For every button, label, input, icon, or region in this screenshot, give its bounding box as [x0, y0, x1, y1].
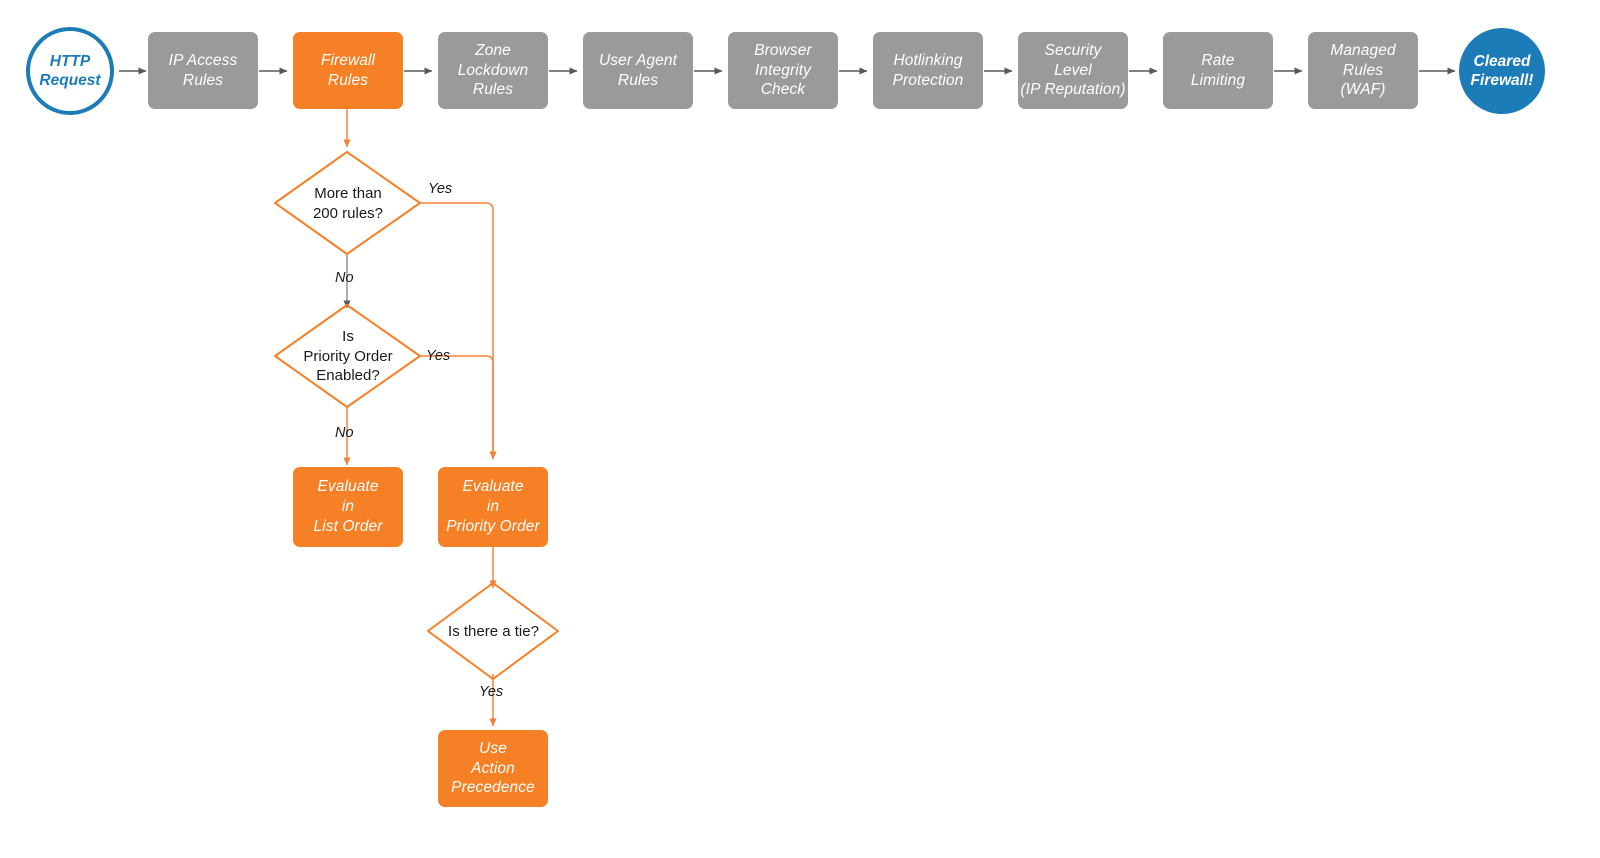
node-user-agent-rules-line-2: Rules [617, 71, 659, 89]
node-rate-limiting-line-2: Limiting [1190, 71, 1246, 89]
node-ip-access-rules-line-1: IP Access [168, 51, 238, 69]
node-zone-lockdown-rules[interactable]: Zone Lockdown Rules [438, 32, 548, 109]
node-user-agent-rules-label: User Agent Rules [599, 51, 677, 91]
node-ip-access-rules-line-2: Rules [182, 71, 224, 89]
node-firewall-rules-line-2: Rules [327, 71, 369, 89]
edge-label-yes-is-there-a-tie: Yes [479, 684, 504, 700]
node-zone-lockdown-rules-line-1: Zone [475, 41, 511, 59]
node-zone-lockdown-rules-line-3: Rules [472, 81, 514, 99]
node-hotlinking-protection-line-1: Hotlinking [893, 51, 963, 69]
node-use-action-precedence-line-1: Use [479, 739, 507, 757]
node-cleared-firewall-line-2: Firewall! [1470, 72, 1534, 89]
node-firewall-rules[interactable]: Firewall Rules [293, 32, 403, 109]
decision-more-than-200-rules-line-1: More than [314, 185, 382, 202]
decision-more-than-200-rules-line-2: 200 rules? [312, 204, 384, 222]
node-http-request-label: HTTP Request [39, 52, 100, 91]
node-hotlinking-protection-line-2: Protection [892, 71, 964, 89]
node-http-request-line-2: Request [39, 72, 101, 89]
decision-is-there-a-tie-line-1: Is there a tie? [448, 622, 539, 640]
node-evaluate-in-list-order[interactable]: Evaluate in List Order [293, 467, 403, 547]
edge-label-yes-more-than-200-rules: Yes [428, 181, 453, 197]
node-evaluate-in-list-order-line-2: in [341, 498, 355, 516]
node-rate-limiting[interactable]: Rate Limiting [1163, 32, 1273, 109]
node-managed-rules-waf-line-1: Managed [1330, 41, 1396, 59]
node-firewall-rules-label: Firewall Rules [321, 51, 375, 91]
node-browser-integrity-check-label: Browser Integrity Check [754, 41, 812, 100]
decision-is-priority-order-enabled-line-3: Enabled? [316, 367, 380, 385]
node-rate-limiting-label: Rate Limiting [1191, 51, 1245, 91]
node-ip-access-rules[interactable]: IP Access Rules [148, 32, 258, 109]
node-user-agent-rules[interactable]: User Agent Rules [583, 32, 693, 109]
node-zone-lockdown-rules-line-2: Lockdown [457, 61, 529, 79]
decision-is-priority-order-enabled-label: Is Priority Order Enabled? [275, 305, 421, 408]
node-hotlinking-protection-label: Hotlinking Protection [893, 51, 964, 91]
decision-is-priority-order-enabled-line-1: Is [342, 328, 354, 346]
node-managed-rules-waf[interactable]: Managed Rules (WAF) [1308, 32, 1418, 109]
node-evaluate-in-priority-order-label: Evaluate in Priority Order [446, 477, 540, 536]
node-managed-rules-waf-label: Managed Rules (WAF) [1330, 41, 1395, 100]
node-evaluate-in-list-order-label: Evaluate in List Order [313, 477, 382, 536]
node-security-level-line-1: Security [1044, 41, 1102, 59]
node-use-action-precedence-label: Use Action Precedence [451, 739, 535, 798]
node-use-action-precedence-line-3: Precedence [451, 779, 535, 797]
node-rate-limiting-line-1: Rate [1201, 51, 1235, 69]
node-evaluate-in-priority-order-line-3: Priority Order [446, 517, 540, 535]
node-evaluate-in-priority-order-line-1: Evaluate [462, 478, 524, 496]
node-http-request[interactable]: HTTP Request [26, 27, 114, 115]
node-cleared-firewall-label: Cleared Firewall! [1471, 52, 1534, 91]
node-browser-integrity-check-line-3: Check [760, 81, 806, 99]
node-security-level[interactable]: Security Level (IP Reputation) [1018, 32, 1128, 109]
decision-is-there-a-tie[interactable]: Is there a tie? [428, 583, 559, 680]
node-security-level-line-2: Level [1054, 61, 1092, 79]
decision-is-priority-order-enabled[interactable]: Is Priority Order Enabled? [275, 305, 421, 408]
node-firewall-rules-line-1: Firewall [320, 51, 376, 69]
node-http-request-line-1: HTTP [49, 52, 91, 70]
node-browser-integrity-check-line-2: Integrity [754, 61, 812, 79]
node-hotlinking-protection[interactable]: Hotlinking Protection [873, 32, 983, 109]
decision-more-than-200-rules-label: More than 200 rules? [275, 152, 421, 255]
edge-label-yes-is-priority-order-enabled: Yes [426, 348, 451, 364]
node-browser-integrity-check[interactable]: Browser Integrity Check [728, 32, 838, 109]
node-cleared-firewall-line-1: Cleared [1473, 52, 1531, 70]
node-evaluate-in-priority-order[interactable]: Evaluate in Priority Order [438, 467, 548, 547]
node-security-level-line-3: (IP Reputation) [1020, 81, 1126, 99]
edge-label-no-more-than-200-rules: No [335, 270, 354, 286]
node-ip-access-rules-label: IP Access Rules [169, 51, 238, 91]
node-managed-rules-waf-line-3: (WAF) [1340, 81, 1386, 99]
decision-more-than-200-rules[interactable]: More than 200 rules? [275, 152, 421, 255]
node-use-action-precedence-line-2: Action [471, 759, 515, 777]
node-evaluate-in-list-order-line-1: Evaluate [317, 478, 379, 496]
node-cleared-firewall[interactable]: Cleared Firewall! [1459, 28, 1545, 114]
decision-is-priority-order-enabled-line-2: Priority Order [303, 347, 393, 365]
node-evaluate-in-list-order-line-3: List Order [313, 517, 383, 535]
node-security-level-label: Security Level (IP Reputation) [1020, 41, 1125, 100]
edge-label-no-is-priority-order-enabled: No [335, 425, 354, 441]
node-user-agent-rules-line-1: User Agent [599, 51, 677, 69]
node-evaluate-in-priority-order-line-2: in [486, 498, 500, 516]
node-managed-rules-waf-line-2: Rules [1342, 61, 1384, 79]
node-browser-integrity-check-line-1: Browser [754, 41, 812, 59]
decision-is-there-a-tie-label: Is there a tie? [428, 583, 559, 680]
node-zone-lockdown-rules-label: Zone Lockdown Rules [458, 41, 529, 100]
node-use-action-precedence[interactable]: Use Action Precedence [438, 730, 548, 807]
